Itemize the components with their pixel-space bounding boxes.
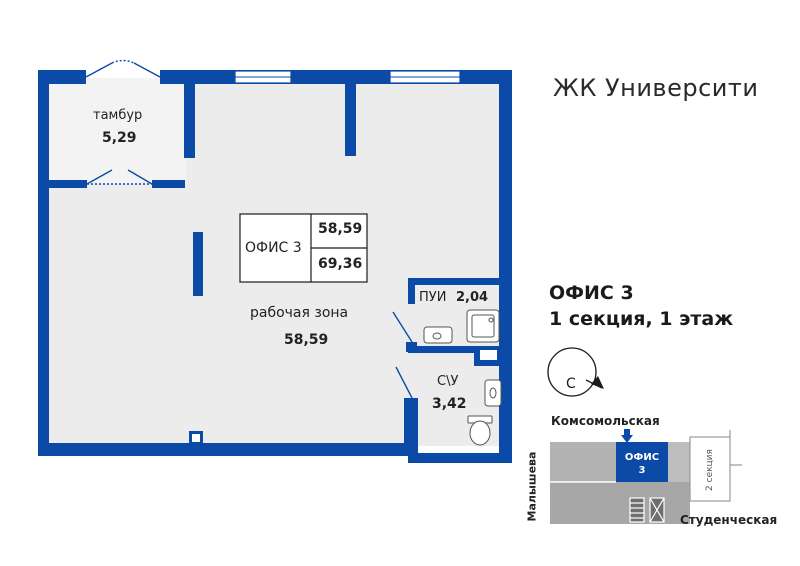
- pui-wall-top: [408, 278, 503, 285]
- entrance-doors: [85, 59, 161, 78]
- site-section-2: [689, 436, 731, 502]
- work-zone-label: рабочая зона: [250, 305, 349, 321]
- wall-top-left: [38, 70, 86, 84]
- pui-wall-left-top: [408, 278, 415, 304]
- section-2-label: 2 секция: [705, 449, 715, 491]
- tambour-area: 5,29: [102, 130, 137, 146]
- compass-letter: С: [566, 376, 576, 392]
- area-box-frame: [239, 213, 368, 283]
- street-left: Малышева: [525, 451, 539, 522]
- site-office-label: ОФИС: [624, 452, 660, 463]
- useful-area: 58,59: [318, 221, 363, 237]
- site-office-block: [616, 442, 668, 482]
- area-box-label: ОФИС 3: [245, 240, 302, 256]
- pui-label: ПУИ: [419, 290, 447, 305]
- tambour-doors: [86, 169, 153, 185]
- service-doors: [392, 311, 413, 399]
- work-zone-area: 58,59: [284, 332, 329, 348]
- column-top: [345, 84, 356, 156]
- tambour-wall-bottom-right: [152, 180, 185, 188]
- tambour-floor: [46, 78, 186, 184]
- site-marker-arrow-icon: [621, 435, 633, 443]
- street-bottom: Студенческая: [680, 513, 778, 527]
- site-office-number: 3: [638, 465, 646, 476]
- compass: [547, 347, 604, 397]
- tambour-label: тамбур: [93, 108, 143, 123]
- column-middle: [193, 232, 203, 296]
- wall-bottom: [38, 443, 414, 456]
- tambour-wall-bottom-left: [49, 180, 87, 188]
- pui-area: 2,04: [456, 290, 489, 305]
- compass-arrow-icon: [591, 376, 604, 389]
- wall-bottom-right: [408, 453, 512, 463]
- complex-name: ЖК Университи: [553, 74, 759, 102]
- shaft-inner: [480, 350, 497, 360]
- column-bottom-inner: [192, 434, 200, 442]
- pui-wall-bottom: [408, 346, 503, 353]
- fixtures: [423, 309, 502, 446]
- office-location: 1 секция, 1 этаж: [549, 308, 734, 330]
- toilet-bowl: [469, 420, 491, 446]
- bathroom-label: С\У: [437, 374, 459, 389]
- total-area: 69,36: [318, 256, 363, 272]
- windows: [234, 70, 461, 84]
- office-title: ОФИС 3: [549, 282, 634, 304]
- tambour-walls: [49, 84, 195, 188]
- street-top: Комсомольская: [551, 414, 660, 428]
- wall-bottom-step: [404, 398, 418, 456]
- bathroom-area: 3,42: [432, 396, 467, 412]
- wall-left: [38, 70, 49, 456]
- site-stairs: [629, 497, 665, 523]
- tambour-wall-right: [184, 84, 195, 158]
- site-plan: [550, 429, 742, 524]
- compass-circle: [547, 347, 597, 397]
